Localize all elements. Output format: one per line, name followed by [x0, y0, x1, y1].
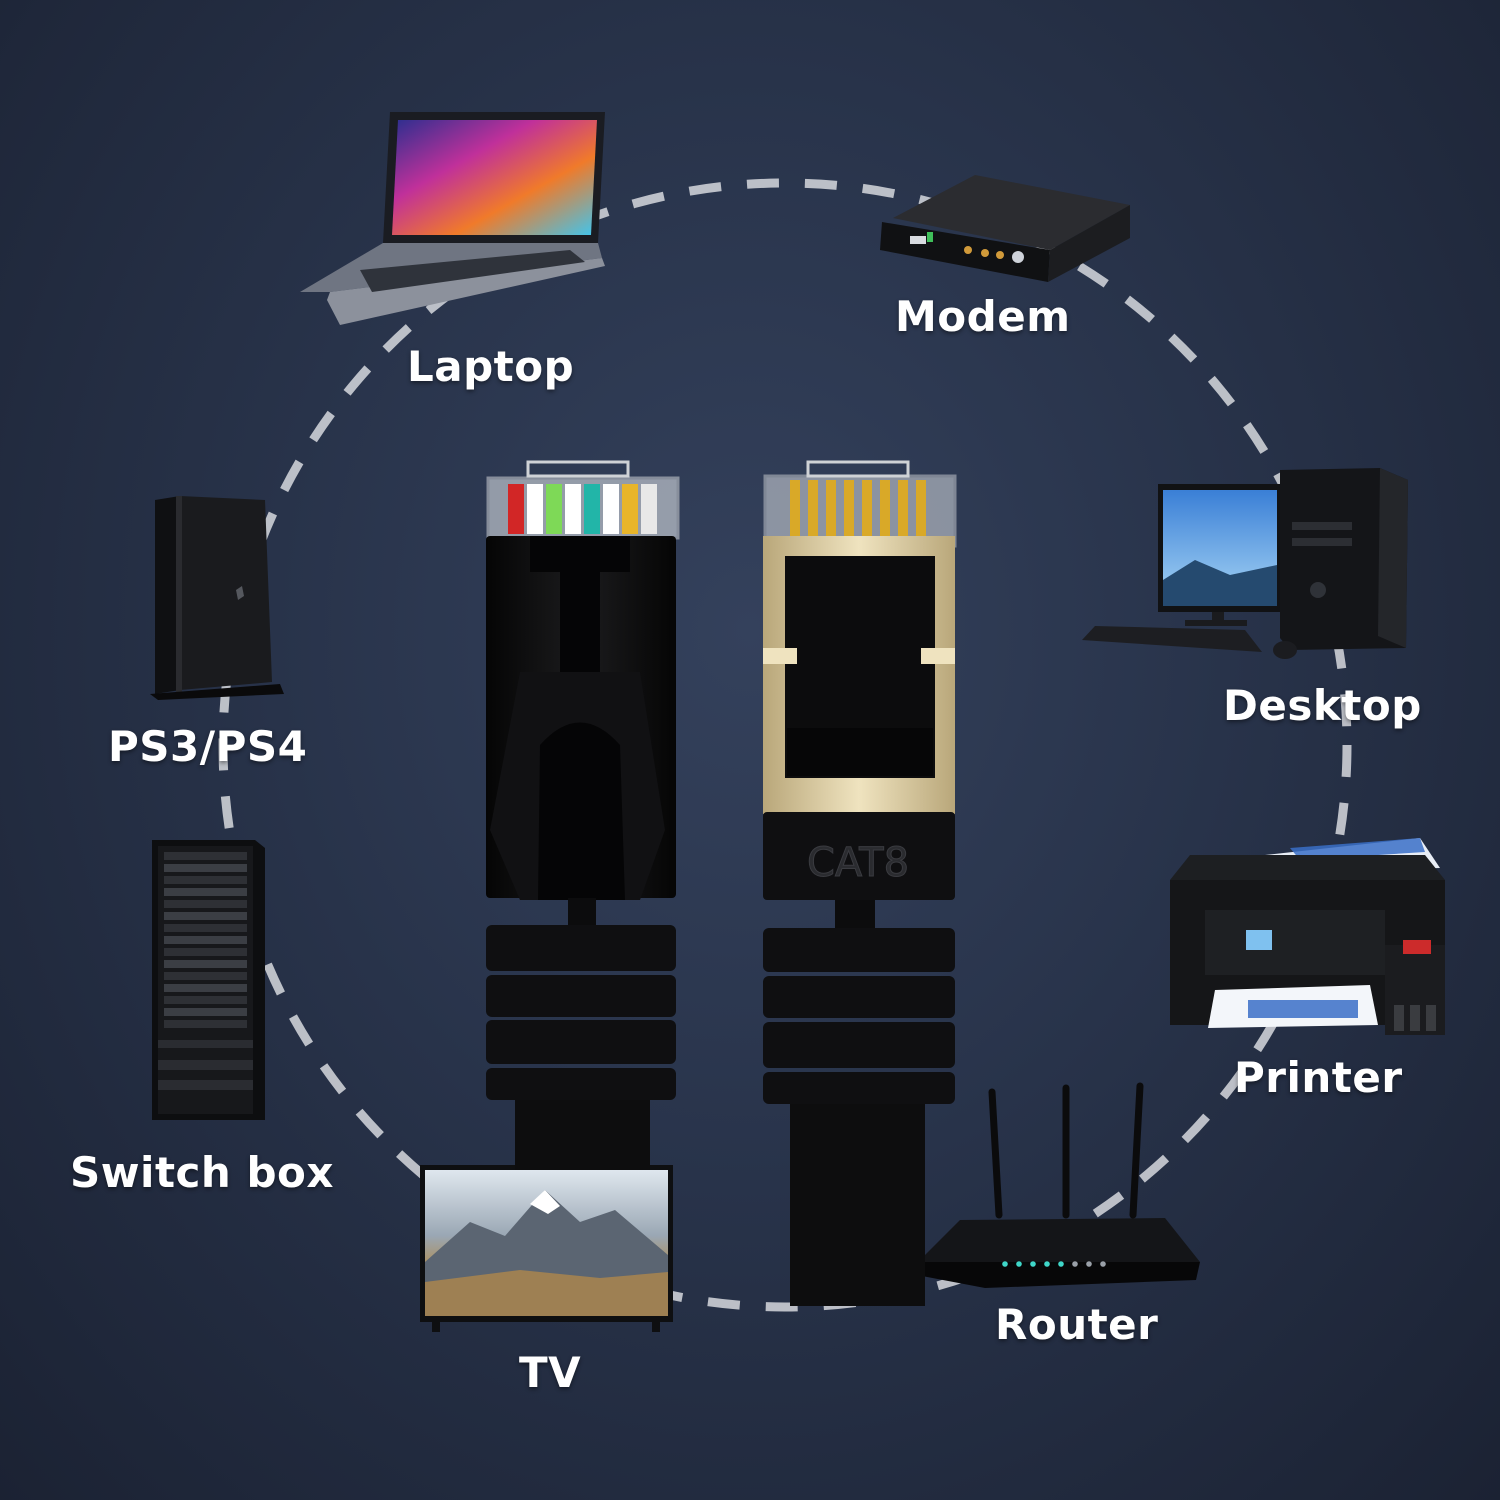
rack-unit	[164, 864, 247, 872]
label-desktop: Desktop	[1223, 681, 1422, 730]
gold-pin	[826, 480, 836, 542]
printer-icon	[1170, 838, 1445, 1035]
rack-unit	[164, 1008, 247, 1016]
gold-pin	[880, 480, 890, 542]
label-router: Router	[995, 1300, 1159, 1349]
router-led	[1100, 1261, 1106, 1267]
desktop-icon	[1082, 468, 1408, 659]
rack-unit	[164, 948, 247, 956]
modem-icon	[880, 175, 1130, 282]
label-modem: Modem	[895, 292, 1071, 341]
rack-unit	[164, 888, 247, 896]
rack-unit	[164, 924, 247, 932]
laptop-icon	[300, 112, 605, 325]
console-icon	[150, 496, 284, 700]
gold-pin	[916, 480, 926, 542]
gold-pin	[808, 480, 818, 542]
router-icon	[918, 1082, 1200, 1288]
label-switch-box: Switch box	[70, 1148, 334, 1197]
left-rj45-plug	[486, 460, 680, 1170]
label-tv: TV	[519, 1348, 582, 1397]
rack-unit	[164, 852, 247, 860]
switch-box-icon	[152, 840, 265, 1120]
label-ps3-ps4: PS3/PS4	[108, 722, 308, 771]
router-led	[1072, 1261, 1078, 1267]
tv-icon	[420, 1165, 673, 1332]
gold-pin	[862, 480, 872, 542]
rack-unit	[164, 912, 247, 920]
rack-unit	[164, 972, 247, 980]
rack-unit	[164, 960, 247, 968]
gold-pin	[898, 480, 908, 542]
rack-unit	[164, 996, 247, 1004]
rack-unit	[164, 900, 247, 908]
label-printer: Printer	[1234, 1053, 1403, 1102]
rack-unit	[164, 984, 247, 992]
rack-unit	[164, 1020, 247, 1028]
connection-ring	[218, 178, 1352, 1312]
gold-pin	[790, 480, 800, 542]
rack-unit	[164, 936, 247, 944]
router-led	[1044, 1261, 1050, 1267]
router-led	[1016, 1261, 1022, 1267]
router-led	[1058, 1261, 1064, 1267]
right-cat8-plug: CAT8	[763, 460, 957, 1306]
cat8-marking: CAT8	[807, 840, 909, 886]
router-led	[1086, 1261, 1092, 1267]
rack-unit	[164, 876, 247, 884]
router-led	[1002, 1261, 1008, 1267]
gold-pin	[844, 480, 854, 542]
router-led	[1030, 1261, 1036, 1267]
label-laptop: Laptop	[407, 342, 575, 391]
